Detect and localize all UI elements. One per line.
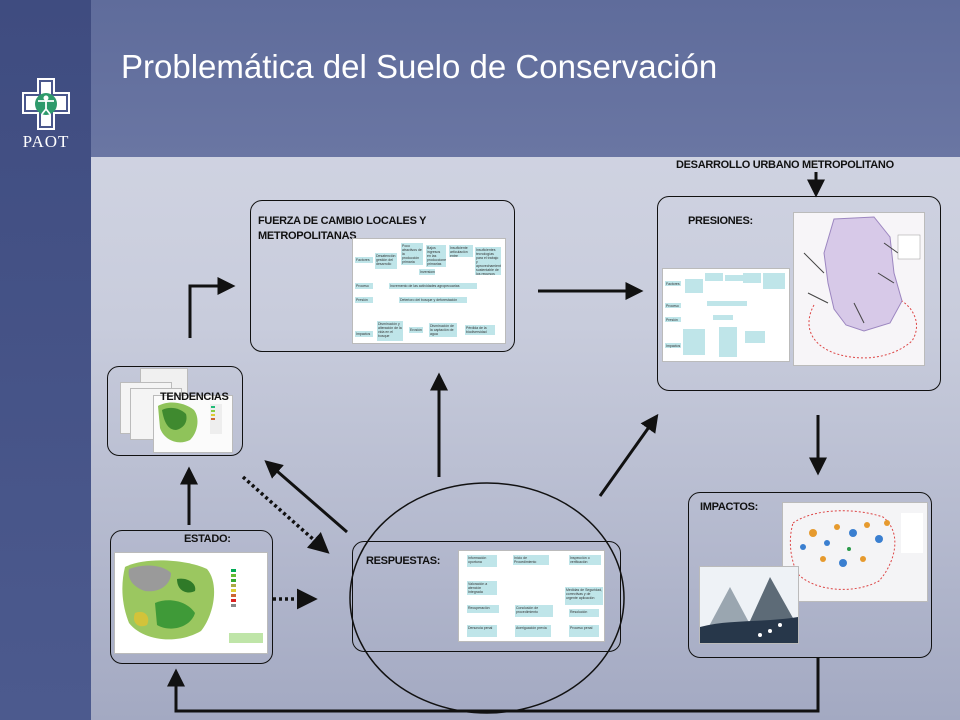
paot-logo: PAOT bbox=[8, 76, 84, 154]
flow-box: Inicio de Procedimiento bbox=[513, 555, 549, 565]
row-label: Factores bbox=[355, 257, 373, 263]
impactos-box bbox=[688, 492, 932, 658]
row-label: Presión bbox=[665, 317, 681, 322]
arrow-respuestas-tendencias bbox=[264, 460, 348, 534]
desarrollo-label: DESARROLLO URBANO METROPOLITANO bbox=[676, 159, 894, 171]
arrow-dotted-tendencias-respuestas bbox=[241, 475, 330, 554]
flow-box bbox=[685, 279, 703, 293]
row-label: Proceso bbox=[355, 283, 373, 289]
flow-box bbox=[713, 315, 733, 320]
impactos-label: IMPACTOS: bbox=[700, 501, 759, 513]
fuerza-flowchart: Factores Proceso Presión Impactos Desate… bbox=[352, 238, 506, 344]
tendencias-box bbox=[107, 366, 243, 456]
respuestas-box bbox=[352, 541, 621, 652]
respuestas-ellipse bbox=[349, 482, 625, 714]
row-label: Presión bbox=[355, 297, 373, 303]
flow-box bbox=[725, 275, 743, 281]
arrow-tendencias-fuerza bbox=[188, 277, 236, 338]
presiones-map bbox=[793, 212, 925, 366]
flow-box: Valoración a atención Integrada bbox=[467, 581, 497, 595]
flow-box: Recuperación bbox=[467, 605, 499, 613]
flow-box: Incremento de las actividades agropecuar… bbox=[389, 283, 477, 289]
impactos-illustration bbox=[699, 566, 799, 644]
flow-box: Información oportuna bbox=[467, 555, 497, 567]
respuestas-label: RESPUESTAS: bbox=[366, 555, 441, 567]
flow-box bbox=[745, 331, 765, 343]
fuerza-box bbox=[250, 200, 515, 352]
flow-box bbox=[763, 273, 785, 289]
row-label: Impactos bbox=[355, 331, 373, 337]
impactos-map bbox=[782, 502, 928, 602]
arrow-respuestas-presiones bbox=[598, 413, 659, 497]
flow-box: Denuncia penal bbox=[467, 625, 497, 637]
estado-label: ESTADO: bbox=[184, 533, 231, 545]
estado-box bbox=[110, 530, 273, 664]
tendencias-label: TENDENCIAS bbox=[160, 391, 229, 403]
flow-box bbox=[705, 273, 723, 281]
estado-map bbox=[114, 552, 268, 654]
flow-box: Inspección o verificación bbox=[569, 555, 601, 565]
presiones-box bbox=[657, 196, 941, 391]
map-icon bbox=[803, 216, 921, 359]
flow-box: Insuficiente articulación entre relacion… bbox=[449, 245, 473, 257]
flow-box bbox=[719, 327, 737, 357]
presiones-label: PRESIONES: bbox=[688, 215, 753, 227]
flow-box: Averiguación previa bbox=[515, 625, 551, 637]
flow-box: Inversiones bbox=[419, 269, 435, 275]
presiones-flowchart: Factores Proceso Presión Impactos bbox=[662, 268, 790, 362]
flow-box: Deterioro del bosque y deforestación bbox=[399, 297, 467, 303]
flow-box: Proceso penal bbox=[569, 625, 599, 637]
flow-box: Insuficientes tecnologías para el trabaj… bbox=[475, 247, 501, 275]
flow-box: Conclusión de procedimiento bbox=[515, 605, 553, 617]
map-icon bbox=[158, 402, 222, 443]
map-icon bbox=[115, 553, 267, 653]
paot-logo-icon bbox=[22, 78, 70, 130]
row-label: Impactos bbox=[665, 343, 681, 348]
slide-title: Problemática del Suelo de Conservación bbox=[121, 48, 718, 85]
landscape-icon bbox=[700, 577, 798, 643]
row-label: Factores bbox=[665, 281, 681, 286]
flow-box: Medidas de Seguridad, correctivas y de u… bbox=[565, 587, 603, 605]
respuestas-flowchart: Información oportuna Inicio de Procedimi… bbox=[458, 550, 605, 642]
flow-box: Pérdida de la biodiversidad bbox=[465, 325, 495, 335]
flow-box: Bajos ingresos en las producciones prima… bbox=[426, 245, 446, 267]
title-bar bbox=[91, 0, 960, 157]
map-icon bbox=[789, 510, 923, 590]
tendencias-map-4 bbox=[153, 395, 233, 453]
flow-box bbox=[707, 301, 747, 306]
sidebar: PAOT bbox=[0, 0, 91, 720]
row-label: Proceso bbox=[665, 303, 681, 308]
arrow-impactos-estado bbox=[167, 657, 820, 713]
flow-box: Desatención gestión del desarrollo bbox=[375, 253, 397, 269]
flow-box bbox=[743, 273, 761, 283]
flow-box: Disminución y alteración de la vida en e… bbox=[377, 321, 403, 341]
flow-box bbox=[683, 329, 705, 355]
fuerza-label: FUERZA DE CAMBIO LOCALES Y METROPOLITANA… bbox=[258, 215, 427, 242]
flow-box: Poco atractivos de la producción primari… bbox=[401, 243, 423, 265]
flow-box: Resolución bbox=[569, 609, 599, 617]
logo-text: PAOT bbox=[22, 132, 70, 151]
flow-box: Disminución de la captación de agua bbox=[429, 323, 457, 337]
flow-box: Erosión bbox=[409, 327, 423, 333]
